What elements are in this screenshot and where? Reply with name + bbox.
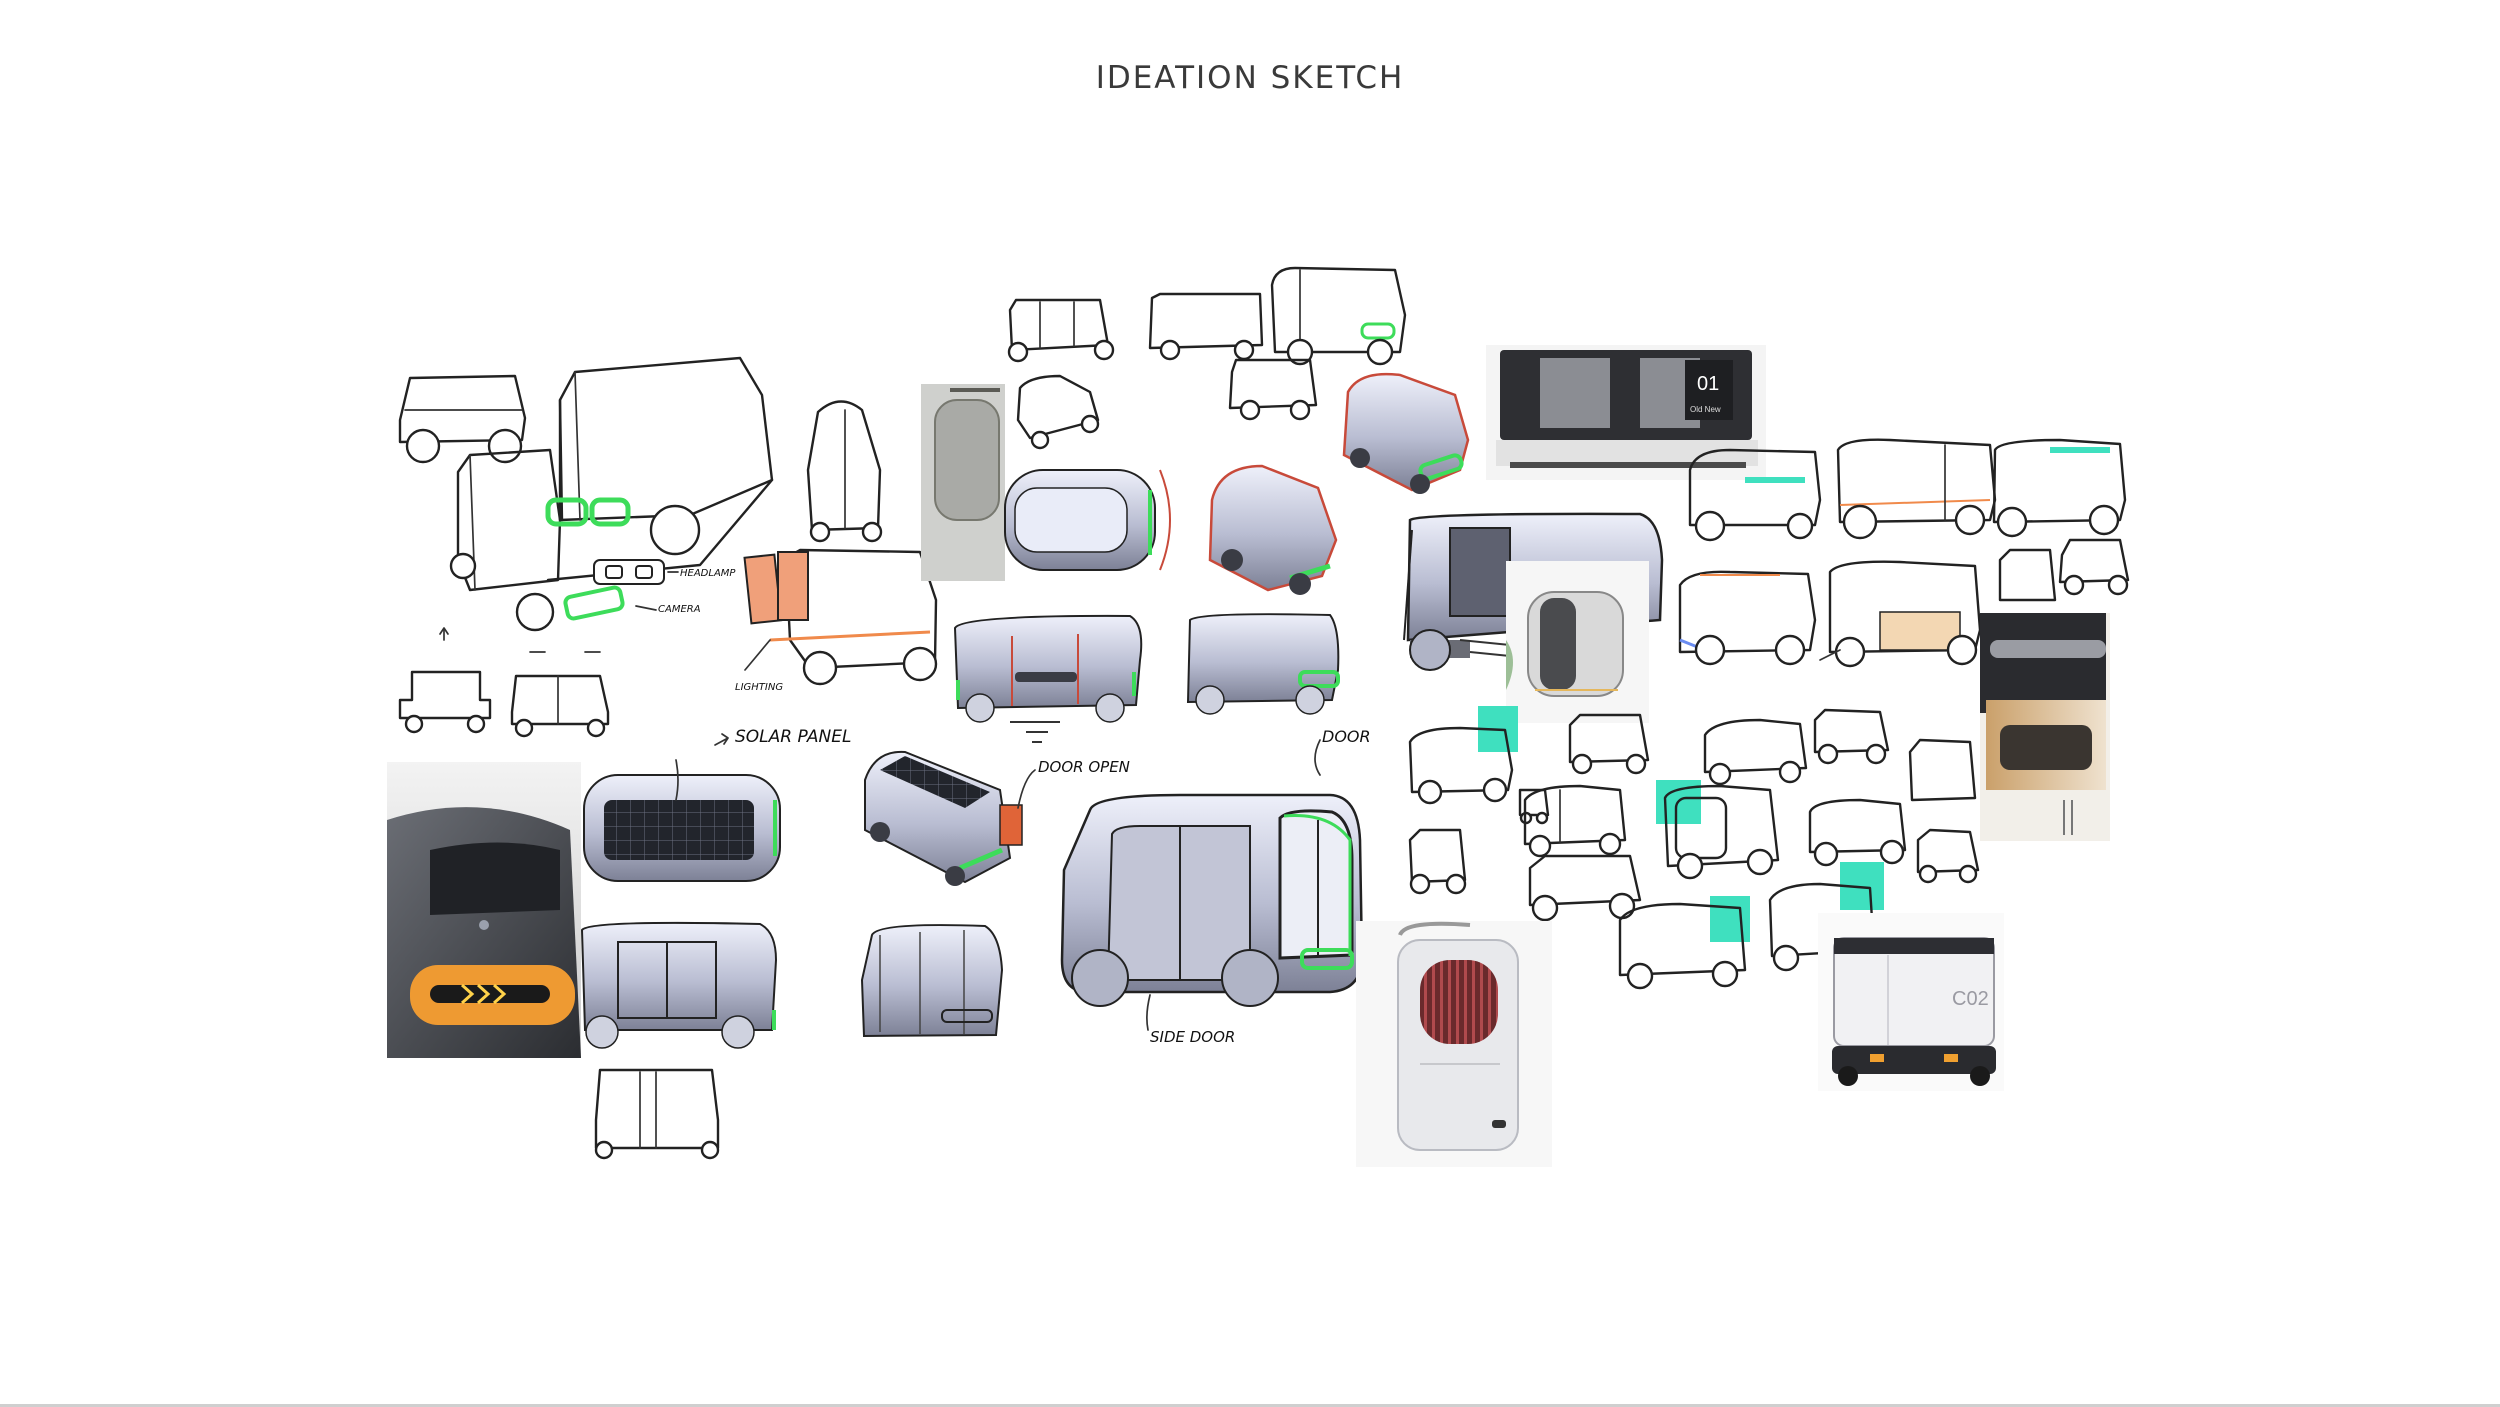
sketch-small-pods-top (1007, 266, 1407, 450)
photo-ref-heater-grille (1356, 921, 1552, 1167)
render-bus-topview-center (1004, 469, 1171, 571)
sketch-vans-right-top (1688, 438, 2130, 602)
display-text: Old New (1690, 405, 1721, 414)
photo-ref-seat-panel (921, 384, 1005, 581)
robot-code: C02 (1952, 988, 1989, 1010)
sketch-small-car-topleft (398, 374, 527, 464)
sketch-front-views (398, 627, 610, 738)
sketch-solar-label: SOLAR PANEL (714, 727, 851, 747)
annotation-side-door: SIDE DOOR (1150, 1028, 1235, 1046)
photo-ref-speaker-tan (1980, 613, 2110, 841)
render-pod-red-outline (1342, 372, 1470, 494)
sketch-main-van-perspective: HEADLAMP CAMERA (449, 356, 774, 632)
render-main-bus-side-door: DOOR SIDE DOOR (1060, 727, 1371, 1046)
photo-ref-appliance (1506, 561, 1649, 723)
photo-ref-rear-lamp (387, 762, 581, 1058)
render-pod-front-bottom (860, 924, 1004, 1038)
sketch-front-pod-bottom (594, 1068, 720, 1160)
annotation-camera: CAMERA (658, 604, 701, 615)
bottom-divider (0, 1404, 2500, 1407)
render-solar-door-open: DOOR OPEN (864, 750, 1130, 886)
annotation-door-open: DOOR OPEN (1038, 758, 1130, 776)
photo-ref-shuttle-display: 01 Old New (1486, 345, 1766, 480)
annotation-lighting: LIGHTING (735, 682, 783, 693)
render-bus-side-left (580, 921, 778, 1049)
render-bus-rear-center (1186, 613, 1340, 715)
annotation-door: DOOR (1322, 727, 1371, 746)
sketch-van-orange-doors: LIGHTING (735, 548, 938, 693)
display-number: 01 (1697, 373, 1719, 395)
render-bus-front-center (953, 614, 1143, 743)
sketch-vans-right-mid (1678, 560, 1982, 668)
photo-ref-delivery-robot: C02 (1818, 913, 2004, 1091)
annotation-solar-panel: SOLAR PANEL (735, 727, 851, 747)
render-pod-red-outline-2 (1208, 464, 1338, 595)
sketch-tall-pod (806, 400, 883, 543)
annotation-headlamp: HEADLAMP (680, 568, 736, 579)
page-title: IDEATION SKETCH (1095, 60, 1405, 96)
render-solar-topview (583, 759, 781, 882)
